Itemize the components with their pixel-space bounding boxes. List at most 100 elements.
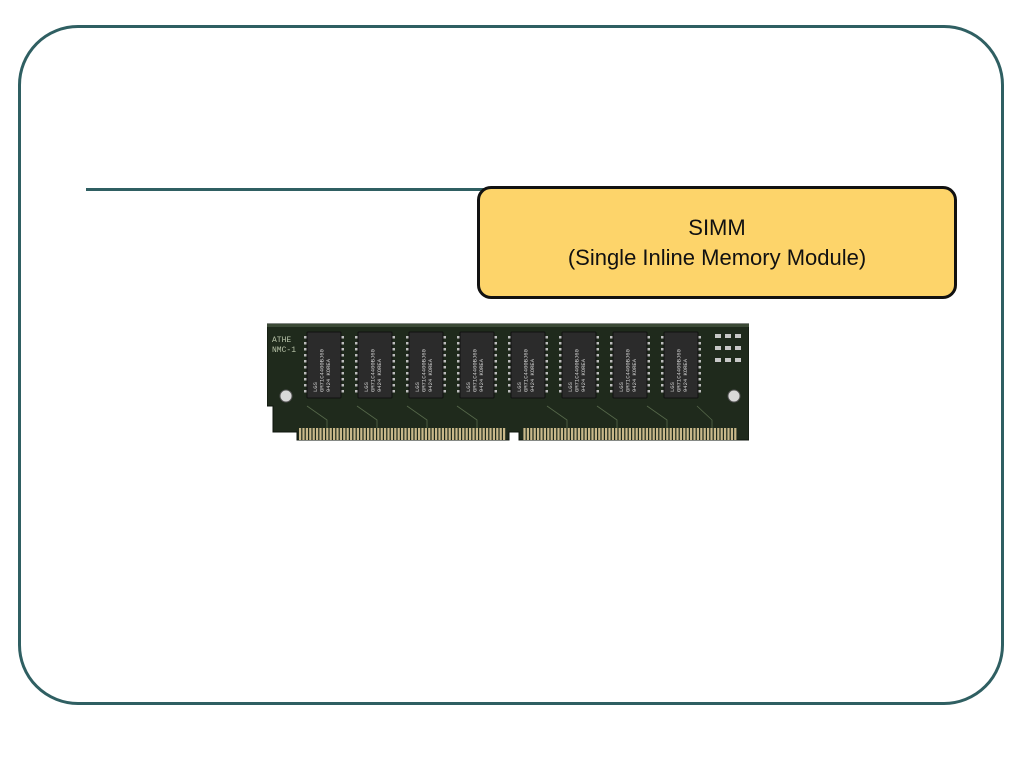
connector-pin — [591, 428, 594, 440]
memory-chip: LGSGM71C4400BJ609424 KOREA — [304, 331, 344, 399]
svg-text:LGSGM71C4400BJ609424 KOREA: LGSGM71C4400BJ609424 KOREA — [414, 349, 434, 392]
svg-text:LGSGM71C4400BJ609424 KOREA: LGSGM71C4400BJ609424 KOREA — [312, 349, 332, 392]
connector-pin — [584, 428, 587, 440]
silkscreen-line-2: NMC-1 — [272, 346, 296, 355]
connector-pin — [309, 428, 312, 440]
connector-pin — [693, 428, 696, 440]
svg-text:LGSGM71C4400BJ609424 KOREA: LGSGM71C4400BJ609424 KOREA — [618, 349, 638, 392]
connector-pin — [571, 428, 574, 440]
connector-pin — [676, 428, 679, 440]
smd-components — [715, 334, 741, 362]
connector-pin — [394, 428, 397, 440]
connector-pin — [312, 428, 315, 440]
connector-pin — [424, 428, 427, 440]
connector-pin — [707, 428, 710, 440]
connector-pin — [339, 428, 342, 440]
connector-pin — [329, 428, 332, 440]
connector-pin — [360, 428, 363, 440]
connector-pin — [703, 428, 706, 440]
connector-pin — [411, 428, 414, 440]
connector-pin — [486, 428, 489, 440]
connector-pin — [537, 428, 540, 440]
connector-pin — [356, 428, 359, 440]
connector-pin — [523, 428, 526, 440]
connector-pin — [387, 428, 390, 440]
connector-pin — [683, 428, 686, 440]
connector-pin — [639, 428, 642, 440]
connector-pin — [384, 428, 387, 440]
connector-pin — [615, 428, 618, 440]
connector-pin — [438, 428, 441, 440]
connector-pin — [455, 428, 458, 440]
connector-pin — [700, 428, 703, 440]
connector-pin — [421, 428, 424, 440]
connector-pin — [594, 428, 597, 440]
connector-pin — [428, 428, 431, 440]
svg-text:LGSGM71C4400BJ609424 KOREA: LGSGM71C4400BJ609424 KOREA — [567, 349, 587, 392]
connector-pin — [530, 428, 533, 440]
connector-pin — [503, 428, 506, 440]
connector-pin — [533, 428, 536, 440]
connector-pin — [618, 428, 621, 440]
connector-pin — [377, 428, 380, 440]
connector-pin — [472, 428, 475, 440]
memory-chip: LGSGM71C4400BJ609424 KOREA — [406, 331, 446, 399]
connector-pin — [353, 428, 356, 440]
connector-pin — [547, 428, 550, 440]
connector-pin — [489, 428, 492, 440]
connector-pin — [679, 428, 682, 440]
callout-title: SIMM — [688, 214, 746, 240]
memory-chips: LGSGM71C4400BJ609424 KOREA LGSGM71C4400BJ… — [304, 331, 701, 399]
connector-pin — [645, 428, 648, 440]
connector-pin — [475, 428, 478, 440]
connector-pin — [363, 428, 366, 440]
connector-pin — [465, 428, 468, 440]
connector-pin — [448, 428, 451, 440]
svg-text:LGSGM71C4400BJ609424 KOREA: LGSGM71C4400BJ609424 KOREA — [669, 349, 689, 392]
connector-pin — [574, 428, 577, 440]
memory-chip: LGSGM71C4400BJ609424 KOREA — [559, 331, 599, 399]
connector-pin — [492, 428, 495, 440]
connector-pin — [577, 428, 580, 440]
connector-pin — [625, 428, 628, 440]
connector-pin — [540, 428, 543, 440]
connector-pin — [720, 428, 723, 440]
connector-pin — [367, 428, 370, 440]
connector-pin — [401, 428, 404, 440]
callout-subtitle: (Single Inline Memory Module) — [567, 244, 867, 270]
connector-pin — [482, 428, 485, 440]
connector-pin — [462, 428, 465, 440]
connector-pin — [724, 428, 727, 440]
connector-pin — [326, 428, 329, 440]
connector-pin — [717, 428, 720, 440]
connector-pin — [316, 428, 319, 440]
connector-pin — [686, 428, 689, 440]
memory-chip: LGSGM71C4400BJ609424 KOREA — [457, 331, 497, 399]
silkscreen-line-1: ATHE — [272, 336, 291, 345]
memory-chip: LGSGM71C4400BJ609424 KOREA — [355, 331, 395, 399]
edge-connector-pins — [299, 428, 737, 440]
svg-text:LGSGM71C4400BJ609424 KOREA: LGSGM71C4400BJ609424 KOREA — [465, 349, 485, 392]
connector-pin — [302, 428, 305, 440]
connector-pin — [662, 428, 665, 440]
pcb-traces — [306, 405, 713, 428]
connector-pin — [543, 428, 546, 440]
connector-pin — [479, 428, 482, 440]
connector-pin — [554, 428, 557, 440]
connector-pin — [445, 428, 448, 440]
connector-pin — [649, 428, 652, 440]
connector-pin — [319, 428, 322, 440]
mounting-hole-right — [727, 389, 741, 403]
connector-pin — [435, 428, 438, 440]
connector-pin — [588, 428, 591, 440]
connector-pin — [414, 428, 417, 440]
connector-pin — [373, 428, 376, 440]
connector-pin — [611, 428, 614, 440]
connector-pin — [598, 428, 601, 440]
connector-pin — [499, 428, 502, 440]
connector-pin — [713, 428, 716, 440]
memory-chip: LGSGM71C4400BJ609424 KOREA — [610, 331, 650, 399]
connector-pin — [333, 428, 336, 440]
connector-pin — [458, 428, 461, 440]
